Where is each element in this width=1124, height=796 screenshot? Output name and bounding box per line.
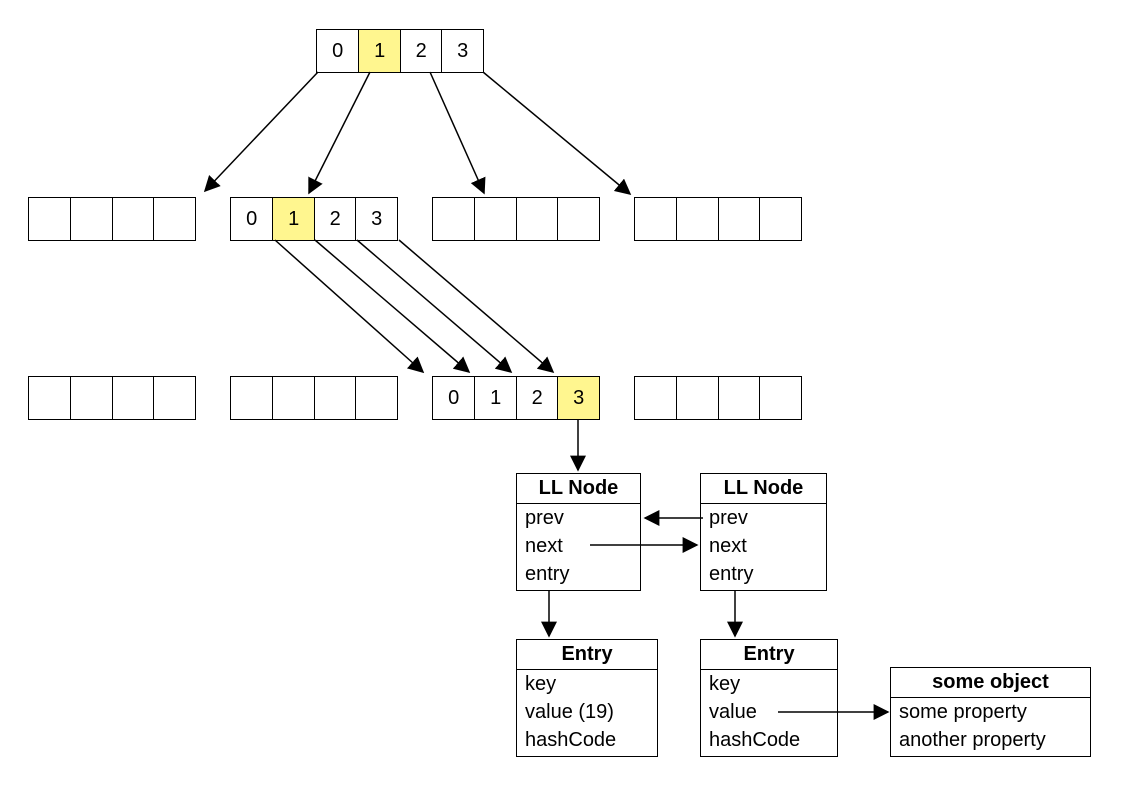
- ll-node-2: LL Node prev next entry: [700, 473, 827, 591]
- arrow-root0-to-level2-0: [203, 71, 319, 193]
- level3-a0-cell-0: [29, 377, 70, 419]
- level2-a1-cell-0: 0: [246, 207, 258, 230]
- ll-node-2-field-prev: prev: [709, 507, 748, 529]
- root-cell-2: 2: [399, 30, 442, 72]
- level3-a2-cell-2: 2: [515, 377, 558, 419]
- level2-a0-cell-2: [111, 198, 154, 240]
- entry-1: Entry key value (19) hashCode: [516, 639, 658, 757]
- level2-a2-cell-3: [557, 198, 599, 240]
- entry-2-field-hashcode: hashCode: [709, 729, 801, 751]
- level2-a2-cell-0: [433, 198, 474, 240]
- entry-1-field-hashcode: hashCode: [525, 729, 617, 751]
- entry-1-title: Entry: [517, 640, 657, 670]
- arrow-root3-to-level2-3: [482, 71, 632, 196]
- root-cell-0: 0: [332, 39, 344, 62]
- level3-a1-cell-3: [355, 377, 397, 419]
- arrow-l2cell1-to-l3cell1: [314, 239, 471, 374]
- level2-a0-cell-1: [70, 198, 112, 240]
- level2-a1-cell-3: 3: [355, 198, 397, 240]
- level2-a2-cell-1: [474, 198, 516, 240]
- some-object-field-some-property: some property: [899, 701, 1027, 723]
- root-array: 0 1 2 3: [316, 29, 484, 73]
- root-cell-3: 3: [441, 30, 483, 72]
- level2-array-1: 0 1 2 3: [230, 197, 398, 241]
- level3-a2-cell-3: 3: [557, 377, 599, 419]
- entry-1-field-key: key: [525, 673, 557, 695]
- entry-2-title: Entry: [701, 640, 837, 670]
- level2-a1-cell-1: 1: [272, 198, 314, 240]
- arrow-l2cell2-to-l3cell2: [356, 239, 513, 374]
- level3-a1-cell-1: [272, 377, 314, 419]
- level3-a3-cell-0: [635, 377, 676, 419]
- root-cell-1: 1: [358, 30, 400, 72]
- arrow-l2cell0-to-l3cell0: [274, 239, 425, 374]
- ll-node-1-field-prev: prev: [525, 507, 564, 529]
- entry-2-field-key: key: [709, 673, 741, 695]
- level3-a2-cell-1: 1: [474, 377, 516, 419]
- level2-a3-cell-0: [635, 198, 676, 240]
- some-object-field-another-property: another property: [899, 729, 1046, 751]
- some-object: some object some property another proper…: [890, 667, 1091, 757]
- ll-node-1-title: LL Node: [517, 474, 640, 504]
- ll-node-2-field-entry: entry: [709, 563, 754, 585]
- arrow-l2cell3-to-l3cell3: [398, 239, 555, 374]
- level2-a0-cell-3: [153, 198, 195, 240]
- level2-a3-cell-1: [676, 198, 718, 240]
- some-object-title: some object: [891, 668, 1090, 698]
- level3-a0-cell-3: [153, 377, 195, 419]
- level3-a1-cell-2: [313, 377, 356, 419]
- entry-2: Entry key value hashCode: [700, 639, 838, 757]
- entry-2-field-value: value: [709, 701, 757, 723]
- level2-a3-cell-2: [717, 198, 760, 240]
- entry-1-field-value: value (19): [525, 701, 614, 723]
- level2-a2-cell-2: [515, 198, 558, 240]
- ll-node-1-field-entry: entry: [525, 563, 570, 585]
- level3-a3-cell-1: [676, 377, 718, 419]
- level2-a0-cell-0: [29, 198, 70, 240]
- level3-a2-cell-0: 0: [448, 386, 460, 409]
- level3-a0-cell-2: [111, 377, 154, 419]
- level2-array-3: [634, 197, 802, 241]
- ll-node-2-title: LL Node: [701, 474, 826, 504]
- level2-a3-cell-3: [759, 198, 801, 240]
- level3-a3-cell-2: [717, 377, 760, 419]
- ll-node-1-field-next: next: [525, 535, 563, 557]
- level3-a1-cell-0: [231, 377, 272, 419]
- level3-a3-cell-3: [759, 377, 801, 419]
- arrow-root2-to-level2-2: [429, 71, 486, 195]
- level3-array-3: [634, 376, 802, 420]
- level3-array-1: [230, 376, 398, 420]
- level3-a0-cell-1: [70, 377, 112, 419]
- level3-array-2: 0 1 2 3: [432, 376, 600, 420]
- level3-array-0: [28, 376, 196, 420]
- level2-array-0: [28, 197, 196, 241]
- ll-node-1: LL Node prev next entry: [516, 473, 641, 591]
- arrow-root1-to-level2-1: [308, 71, 371, 195]
- level2-array-2: [432, 197, 600, 241]
- ll-node-2-field-next: next: [709, 535, 747, 557]
- level2-a1-cell-2: 2: [313, 198, 356, 240]
